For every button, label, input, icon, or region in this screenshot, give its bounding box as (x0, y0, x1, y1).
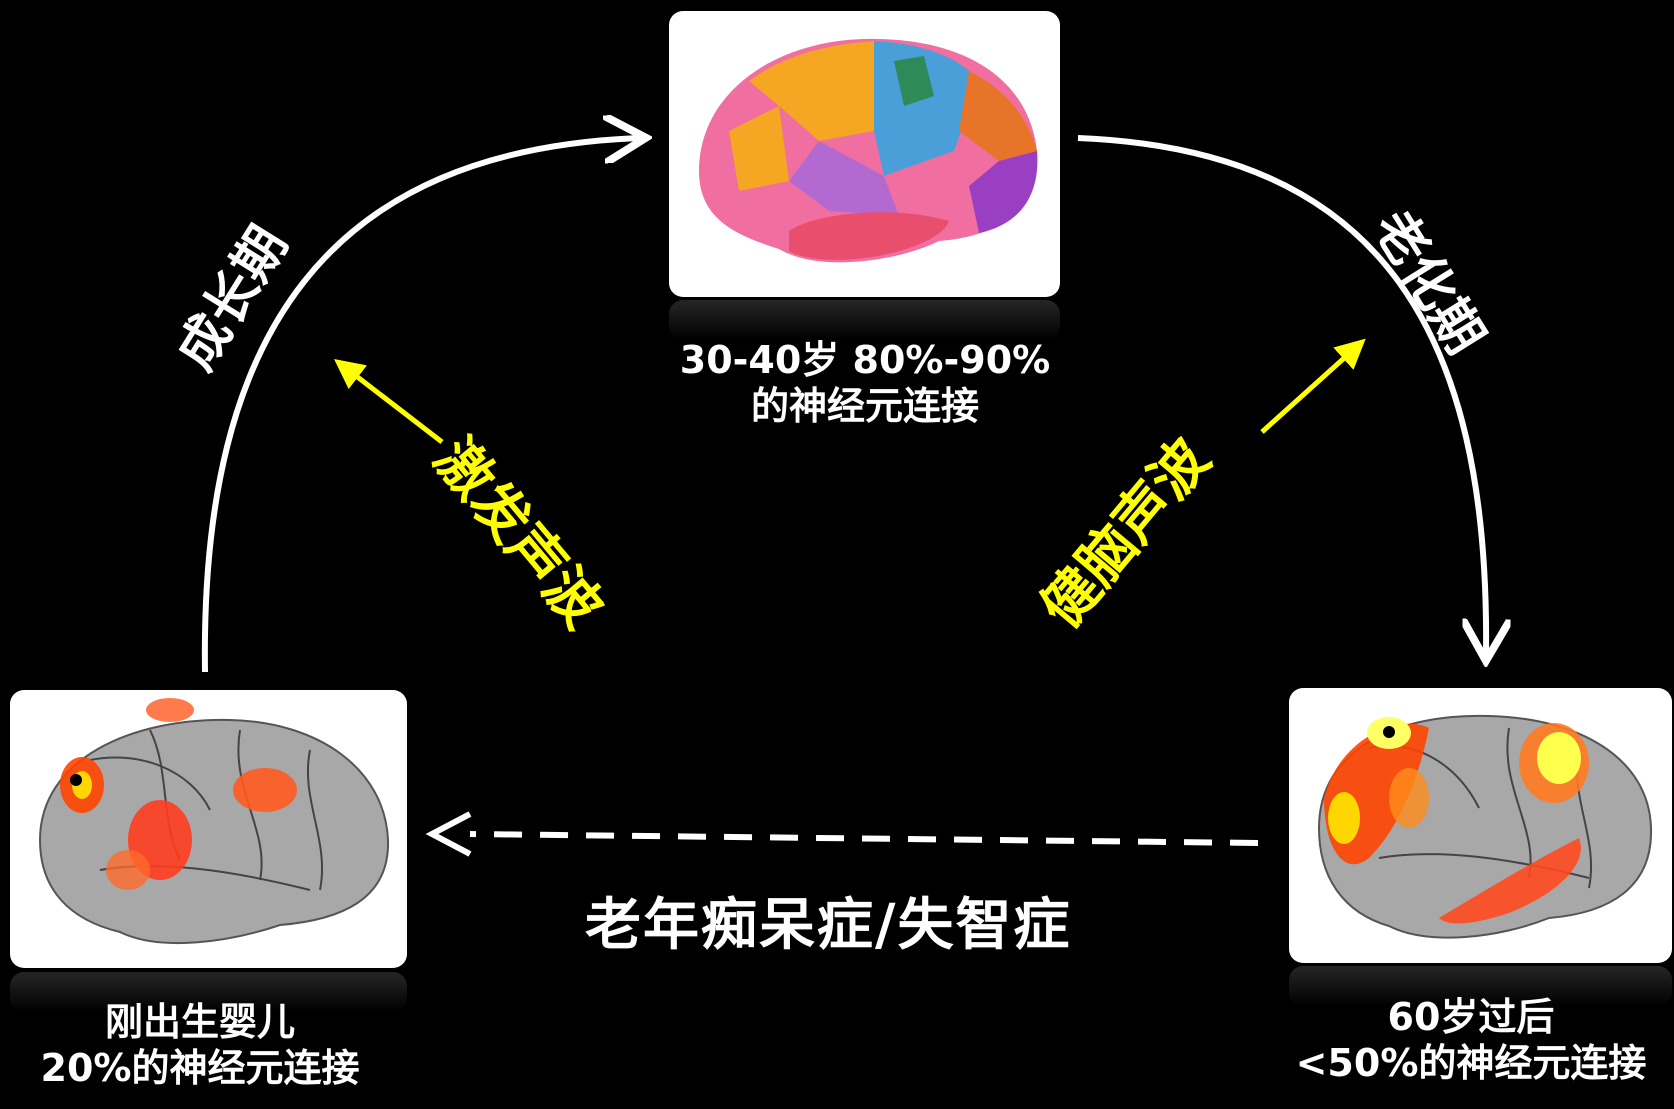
adult-brain-image (669, 11, 1060, 297)
decline-arrowhead (425, 811, 472, 857)
brain-health-arrow (1260, 338, 1366, 434)
senior-brain-image (1289, 688, 1672, 963)
growth-arrow (201, 138, 640, 673)
top-stage-caption: 30-40岁 80%-90% 的神经元连接 (620, 338, 1110, 429)
decline-label: 老年痴呆症/失智症 (585, 893, 1072, 958)
left-stage-line2: 20%的神经元连接 (40, 1045, 360, 1090)
infant-brain-image (10, 690, 407, 968)
top-card-reflection (669, 300, 1060, 340)
right-stage-caption: 60岁过后 <50%的神经元连接 (1268, 995, 1674, 1086)
right-card-reflection (1289, 966, 1672, 1006)
right-stage-line2: <50%的神经元连接 (1295, 1040, 1647, 1085)
left-stage-line1: 刚出生婴儿 (104, 1000, 295, 1044)
aging-arrow (1077, 135, 1486, 655)
top-stage-line1: 30-40岁 80%-90% (679, 338, 1051, 382)
decline-arrow (469, 831, 1259, 846)
top-stage-line2: 的神经元连接 (750, 383, 979, 428)
left-card-reflection (10, 972, 407, 1012)
left-stage-caption: 刚出生婴儿 20%的神经元连接 (0, 1000, 400, 1091)
right-stage-line1: 60岁过后 (1387, 995, 1555, 1039)
stimulate-arrow (334, 358, 444, 444)
